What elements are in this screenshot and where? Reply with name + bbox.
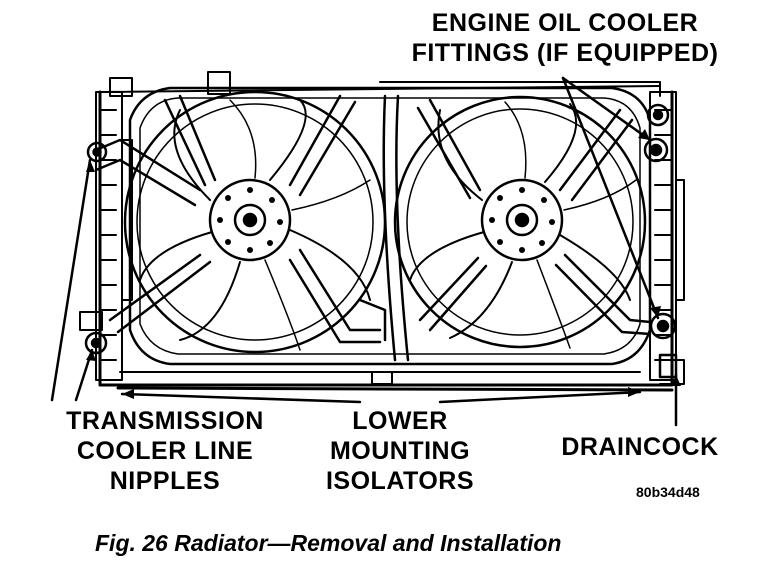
transmission-label-line-3: NIPPLES	[109, 467, 221, 495]
transmission-label-line-1: TRANSMISSION	[66, 407, 264, 435]
draincock-label: DRAINCOCK	[540, 432, 740, 462]
draincock	[649, 312, 678, 379]
lower-mounting-label-line-2: MOUNTING	[329, 437, 471, 465]
left-fan-mount	[94, 94, 382, 344]
lower-mounting-isolators-label: LOWER MOUNTING ISOLATORS	[300, 406, 500, 496]
right-tank	[649, 91, 685, 385]
left-tank	[79, 91, 133, 381]
engine-oil-cooler-fittings-label: ENGINE OIL COOLER FITTINGS (IF EQUIPPED)	[400, 8, 730, 68]
engine-oil-cooler-label-line-1: ENGINE OIL COOLER	[431, 9, 699, 37]
figure-caption: Fig. 26 Radiator—Removal and Installatio…	[95, 530, 562, 556]
arrowheads	[86, 129, 681, 399]
engine-oil-cooler-label-line-2: FITTINGS (IF EQUIPPED)	[411, 39, 719, 67]
figure-code: 80b34d48	[636, 484, 700, 500]
left-fan	[123, 90, 387, 354]
transmission-cooler-nipples	[84, 141, 108, 355]
lower-mounting-label-line-1: LOWER	[352, 407, 448, 435]
center-divider	[358, 94, 410, 362]
engine-oil-cooler-fittings	[643, 103, 670, 163]
transmission-label-line-2: COOLER LINE	[76, 437, 254, 465]
right-fan-mount	[416, 98, 652, 336]
draincock-label-text: DRAINCOCK	[561, 433, 719, 461]
fan-shroud	[128, 86, 652, 366]
lower-mounting-label-line-3: ISOLATORS	[325, 467, 475, 495]
transmission-cooler-line-nipples-label: TRANSMISSION COOLER LINE NIPPLES	[40, 406, 290, 496]
leader-lines	[50, 76, 678, 427]
